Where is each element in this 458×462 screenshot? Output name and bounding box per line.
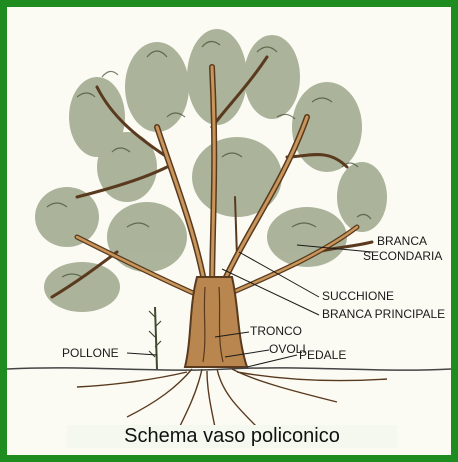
- label-pedale: PEDALE: [299, 348, 346, 362]
- label-branca-principale: BRANCA PRINCIPALE: [322, 307, 445, 321]
- olive-tree-illustration: BRANCA SECONDARIA SUCCHIONE BRANCA PRINC…: [7, 29, 451, 438]
- roots: [76, 368, 388, 438]
- trunk-texture: [202, 286, 224, 363]
- pollone-shoot: [154, 306, 158, 370]
- branches-fill: [75, 65, 359, 299]
- foliage: [35, 29, 387, 312]
- leader-lines: [126, 244, 373, 368]
- diagram-caption: Schema vaso policonico: [67, 425, 397, 448]
- label-pollone: POLLONE: [62, 346, 119, 360]
- label-branca-secondaria-1: BRANCA: [377, 234, 427, 248]
- label-branca-secondaria-2: SECONDARIA: [363, 249, 442, 263]
- label-succhione: SUCCHIONE: [322, 289, 394, 303]
- foliage-texture: [46, 40, 372, 278]
- label-ovoli: OVOLI: [269, 342, 306, 356]
- label-tronco: TRONCO: [250, 324, 302, 338]
- pollone-leaves: [148, 310, 162, 358]
- trunk: [183, 276, 249, 368]
- ground-line: [7, 367, 451, 371]
